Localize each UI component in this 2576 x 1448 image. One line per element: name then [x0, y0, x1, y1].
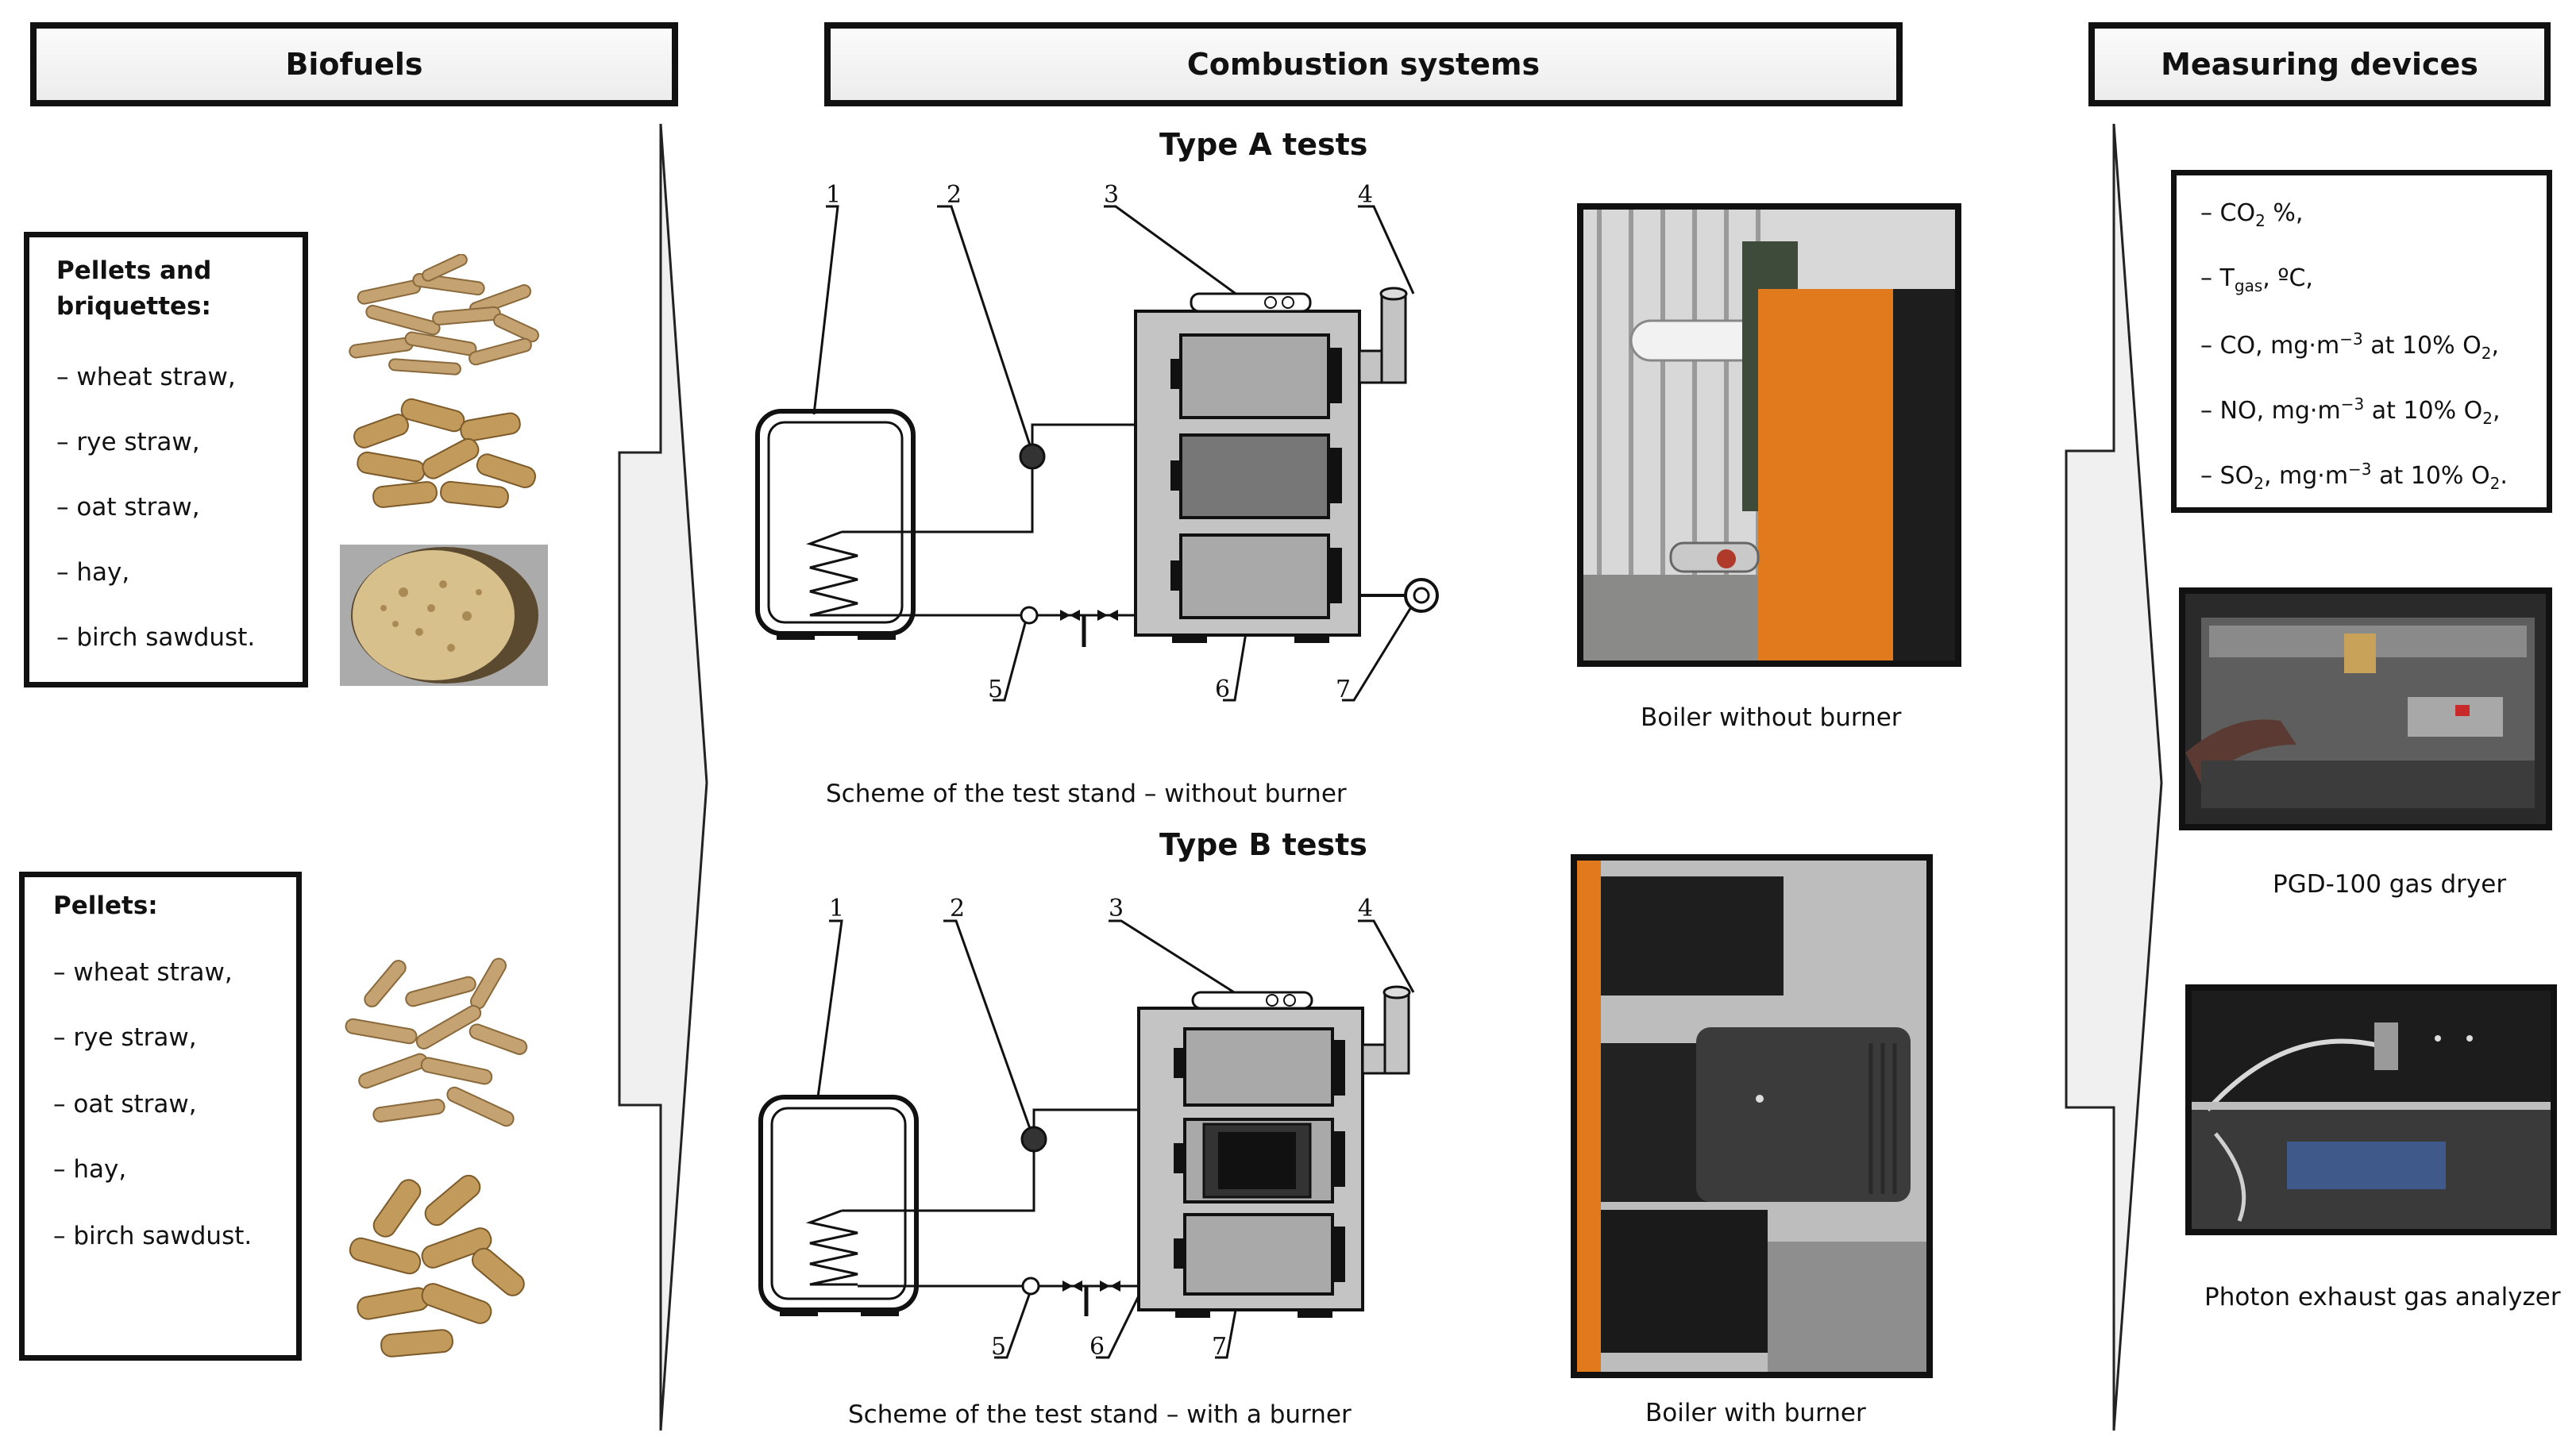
separator-arrow-left [618, 123, 708, 1431]
biofuel-group-pellets-briquettes: Pellets and briquettes: – wheat straw, –… [24, 232, 308, 687]
scheme-b-label-1: 1 [829, 895, 844, 922]
scheme-a-label-5: 5 [988, 676, 1003, 703]
group1-title: Pellets and briquettes: [56, 256, 211, 322]
scheme-b-label-2: 2 [950, 895, 965, 922]
measuring-header: Measuring devices [2088, 22, 2551, 106]
group2-item: – hay, [53, 1155, 127, 1184]
separator-arrow-right [2065, 123, 2163, 1431]
measured-parameters-box: – CO2 %, – Tgas, ºC, – CO, mg·m−3 at 10%… [2171, 170, 2552, 513]
scheme-a-label-3: 3 [1104, 183, 1119, 209]
scheme-b-label-4: 4 [1358, 895, 1373, 922]
group1-item: – rye straw, [56, 428, 200, 456]
biofuel-group-pellets: Pellets: – wheat straw, – rye straw, – o… [19, 872, 302, 1361]
group2-item: – wheat straw, [53, 958, 233, 987]
combustion-header: Combustion systems [824, 22, 1903, 106]
biofuels-header: Biofuels [30, 22, 678, 106]
type-b-title: Type B tests [1159, 827, 1367, 862]
scheme-b-label-5: 5 [991, 1333, 1006, 1361]
gas-dryer-photo [2179, 587, 2552, 830]
parameter-tgas: – Tgas, ºC, [2200, 264, 2313, 295]
measuring-header-label: Measuring devices [2161, 47, 2478, 82]
gas-analyzer-caption: Photon exhaust gas analyzer [2204, 1283, 2561, 1311]
group1-item: – wheat straw, [56, 363, 236, 391]
scheme-b-label-3: 3 [1109, 895, 1124, 922]
group1-item: – birch sawdust. [56, 623, 256, 652]
type-a-title: Type A tests [1159, 127, 1368, 162]
scheme-b-label-6: 6 [1089, 1333, 1105, 1361]
scheme-a-label-4: 4 [1358, 183, 1373, 209]
briquette-image [340, 545, 548, 686]
boiler-with-burner-caption: Boiler with burner [1645, 1399, 1866, 1427]
scheme-a-label-6: 6 [1215, 676, 1230, 703]
scheme-b-label-7: 7 [1212, 1333, 1227, 1361]
scheme-a-label-2: 2 [947, 183, 962, 209]
group2-item: – birch sawdust. [53, 1222, 253, 1250]
gas-analyzer-photo [2185, 984, 2557, 1235]
group2-title: Pellets: [53, 892, 158, 920]
pellet-image-thin [349, 254, 539, 375]
group1-title-line2: briquettes: [56, 292, 211, 322]
parameter-so2: – SO2, mg·m−3 at 10% O2. [2200, 460, 2508, 493]
group1-item: – oat straw, [56, 493, 200, 522]
type-a-scheme-caption: Scheme of the test stand – without burne… [826, 780, 1347, 808]
type-b-scheme-caption: Scheme of the test stand – with a burner [848, 1400, 1352, 1429]
biofuels-header-label: Biofuels [285, 47, 423, 82]
scheme-a-label-1: 1 [826, 183, 841, 209]
boiler-without-burner-photo [1577, 203, 1961, 667]
pellet-image-thick-2 [349, 1174, 525, 1358]
boiler-without-burner-caption: Boiler without burner [1641, 703, 1902, 732]
group2-item: – oat straw, [53, 1090, 197, 1119]
scheme-a-label-7: 7 [1336, 676, 1351, 703]
scheme-type-b: 1 2 3 4 5 6 7 [758, 895, 1415, 1361]
group1-item: – hay, [56, 558, 130, 587]
group1-title-line1: Pellets and [56, 256, 212, 285]
group2-item: – rye straw, [53, 1023, 197, 1052]
gas-dryer-caption: PGD-100 gas dryer [2273, 870, 2507, 899]
parameter-co: – CO, mg·m−3 at 10% O2, [2200, 329, 2500, 363]
parameter-no: – NO, mg·m−3 at 10% O2, [2200, 395, 2501, 428]
scheme-type-a: 1 2 3 4 5 6 7 [755, 183, 1439, 703]
combustion-header-label: Combustion systems [1186, 47, 1541, 82]
boiler-with-burner-photo [1571, 854, 1933, 1378]
pellet-image-thick [353, 398, 537, 509]
pellet-image-thin-2 [345, 957, 528, 1127]
parameter-co2: – CO2 %, [2200, 199, 2304, 230]
